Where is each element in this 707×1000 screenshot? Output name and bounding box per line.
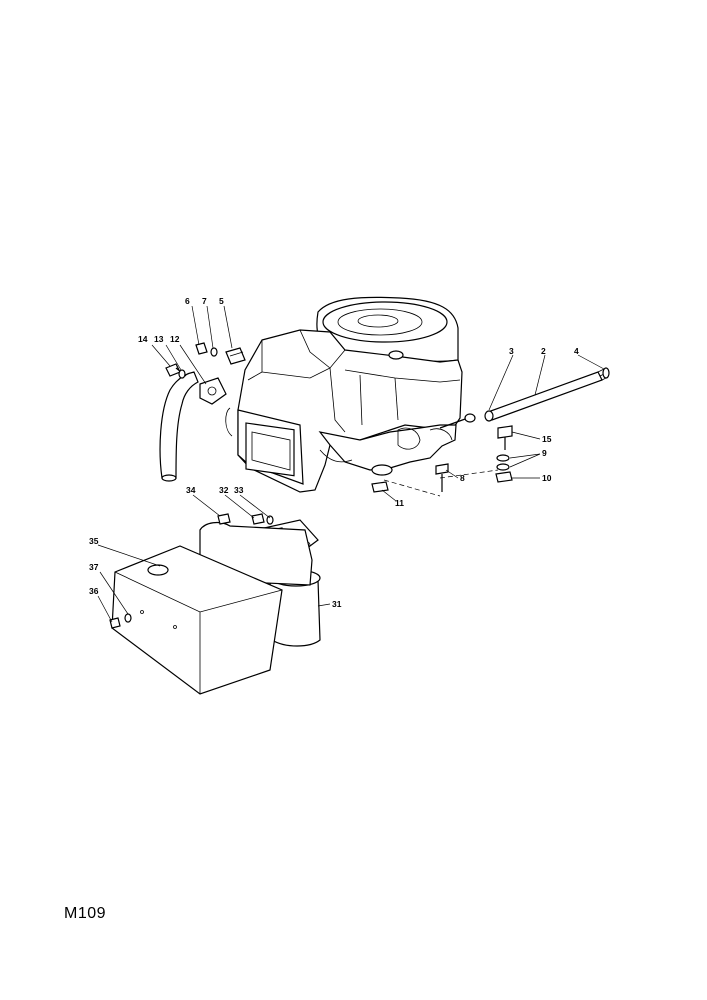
callout-labels: 6 7 5 14 13 12 3 2 4 15 9 10 8 11 34 32 … [89, 296, 579, 609]
callout-10: 10 [542, 473, 552, 483]
callout-31: 31 [332, 599, 342, 609]
callout-34: 34 [186, 485, 196, 495]
mounting-hardware [371, 425, 513, 497]
callout-12: 12 [170, 334, 180, 344]
callout-13: 13 [154, 334, 164, 344]
callout-2: 2 [541, 346, 546, 356]
callout-11: 11 [395, 498, 404, 508]
engine [225, 296, 476, 493]
callout-15: 15 [542, 434, 552, 444]
callout-4: 4 [574, 346, 579, 356]
fuel-line [484, 367, 610, 422]
exhaust-pipe [159, 371, 227, 482]
callout-5: 5 [219, 296, 224, 306]
callout-35: 35 [89, 536, 99, 546]
callout-9: 9 [542, 448, 547, 458]
muffler-assembly [109, 513, 321, 695]
callout-32: 32 [219, 485, 229, 495]
callout-7: 7 [202, 296, 207, 306]
callout-37: 37 [89, 562, 99, 572]
callout-36: 36 [89, 586, 99, 596]
exhaust-bolt [165, 363, 187, 379]
stud-nut-washer [195, 342, 246, 365]
callout-33: 33 [234, 485, 244, 495]
callout-3: 3 [509, 346, 514, 356]
figure-code: M109 [64, 905, 107, 922]
leader-lines [97, 305, 605, 623]
callout-6: 6 [185, 296, 190, 306]
callout-8: 8 [460, 473, 465, 483]
callout-14: 14 [138, 334, 148, 344]
